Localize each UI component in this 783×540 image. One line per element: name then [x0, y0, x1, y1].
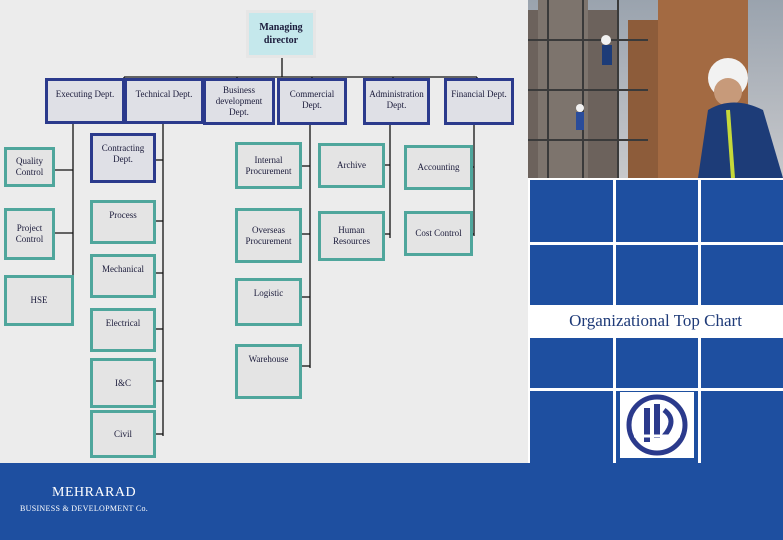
commercial-dept-box: Commercial Dept. — [277, 78, 347, 125]
company-logo — [620, 392, 694, 458]
company-subtitle: BUSINESS & DEVELOPMENT Co. — [20, 504, 149, 513]
managing-director-box: Managing director — [246, 10, 316, 58]
cost-control-box: Cost Control — [404, 211, 473, 256]
human-resources-label: Human Resources — [333, 225, 370, 246]
cost-control-label: Cost Control — [415, 228, 462, 238]
grid-cell — [616, 245, 698, 305]
mechanical-box: Mechanical — [90, 254, 156, 298]
contracting-dept-label: Contracting Dept. — [101, 143, 145, 164]
project-control-box: Project Control — [4, 208, 55, 260]
grid-cell — [701, 180, 783, 242]
grid-cell — [616, 180, 698, 242]
process-box: Process — [90, 200, 156, 244]
quality-control-box: Quality Control — [4, 147, 55, 187]
human-resources-box: Human Resources — [318, 211, 385, 261]
hse-box: HSE — [4, 275, 74, 326]
grid-cell — [530, 338, 613, 388]
overseas-procurement-box: Overseas Procurement — [235, 208, 302, 263]
internal-procurement-box: Internal Procurement — [235, 142, 302, 189]
grid-cell — [701, 338, 783, 388]
hse-label: HSE — [30, 295, 48, 305]
civil-box: Civil — [90, 410, 156, 458]
industrial-workers-photo — [528, 0, 783, 178]
archive-box: Archive — [318, 143, 385, 188]
financial-dept-box: Financial Dept. — [444, 78, 514, 125]
grid-cell — [701, 245, 783, 305]
executing-dept-box: Executing Dept. — [45, 78, 125, 124]
connector-lines — [53, 58, 478, 436]
warehouse-box: Warehouse — [235, 344, 302, 399]
footer: MEHRARAD BUSINESS & DEVELOPMENT Co. — [0, 463, 783, 540]
contracting-dept-box: Contracting Dept. — [90, 133, 156, 183]
electrical-box: Electrical — [90, 308, 156, 352]
technical-dept-box: Technical Dept. — [124, 78, 204, 124]
warehouse-label: Warehouse — [248, 354, 289, 364]
chart-title: Organizational Top Chart — [528, 307, 783, 335]
administration-dept-box: Administration Dept. — [363, 78, 430, 125]
quality-control-label: Quality Control — [15, 156, 44, 177]
commercial-dept-label: Commercial Dept. — [289, 89, 335, 110]
right-panel: Organizational Top Chart — [528, 0, 783, 540]
grid-cell — [530, 391, 613, 463]
logistic-box: Logistic — [235, 278, 302, 326]
company-name: MEHRARAD — [52, 485, 137, 500]
accounting-label: Accounting — [417, 162, 460, 172]
ic-label: I&C — [114, 377, 131, 388]
grid-cell — [530, 180, 613, 242]
accounting-box: Accounting — [404, 145, 473, 190]
internal-procurement-label: Internal Procurement — [245, 154, 292, 176]
electrical-label: Electrical — [105, 318, 141, 328]
grid-cell — [530, 245, 613, 305]
technical-dept-label: Technical Dept. — [135, 89, 193, 99]
managing-director-label: Managing director — [259, 22, 303, 46]
civil-label: Civil — [113, 428, 132, 439]
org-chart-area: Managing director Executing Dept. Techni… — [4, 10, 514, 458]
administration-dept-label: Administration Dept. — [369, 89, 424, 110]
footer-left: MEHRARAD BUSINESS & DEVELOPMENT Co. — [0, 463, 528, 540]
business-development-dept-box: Business development Dept. — [203, 78, 275, 125]
process-label: Process — [109, 210, 137, 220]
grid-cell — [616, 338, 698, 388]
grid-cell — [701, 391, 783, 463]
ic-box: I&C — [90, 358, 156, 408]
overseas-procurement-label: Overseas Procurement — [245, 224, 292, 246]
business-development-dept-label: Business development Dept. — [215, 85, 263, 117]
financial-dept-label: Financial Dept. — [451, 89, 507, 99]
project-control-label: Project Control — [15, 223, 44, 244]
mechanical-label: Mechanical — [102, 264, 144, 274]
archive-label: Archive — [337, 160, 366, 170]
logistic-label: Logistic — [253, 288, 284, 298]
executing-dept-label: Executing Dept. — [55, 89, 115, 99]
